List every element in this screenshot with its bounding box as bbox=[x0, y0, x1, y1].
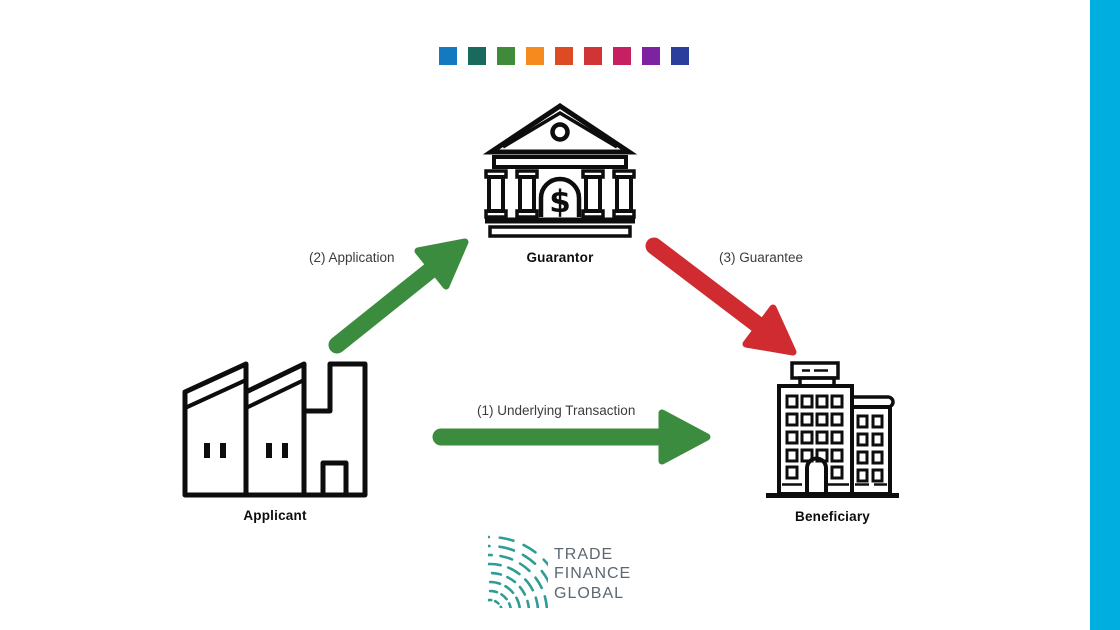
color-square bbox=[671, 47, 689, 65]
tfg-logo-text: TRADE FINANCE GLOBAL bbox=[554, 545, 631, 603]
tfg-logo: TRADE FINANCE GLOBAL bbox=[488, 528, 631, 608]
tfg-fan-icon bbox=[488, 535, 548, 608]
color-square bbox=[526, 47, 544, 65]
color-square bbox=[497, 47, 515, 65]
tfg-logo-line1: TRADE bbox=[554, 546, 614, 563]
tfg-logo-line2: FINANCE bbox=[554, 565, 632, 583]
color-square bbox=[642, 47, 660, 65]
office-building-icon bbox=[766, 361, 899, 498]
tfg-logo-line3: GLOBAL bbox=[554, 584, 625, 602]
underlying-transaction-label: (1) Underlying Transaction bbox=[477, 403, 636, 418]
beneficiary-label: Beneficiary bbox=[795, 509, 870, 524]
color-square bbox=[584, 47, 602, 65]
color-square bbox=[613, 47, 631, 65]
application-label: (2) Application bbox=[309, 250, 395, 265]
factory-icon bbox=[182, 361, 368, 498]
color-square bbox=[555, 47, 573, 65]
right-accent-bar bbox=[1090, 0, 1120, 630]
dollar-sign-icon: $ bbox=[549, 184, 571, 220]
bank-icon: $ bbox=[483, 102, 637, 238]
applicant-label: Applicant bbox=[243, 508, 307, 523]
color-square bbox=[439, 47, 457, 65]
color-square bbox=[468, 47, 486, 65]
guarantee-label: (3) Guarantee bbox=[719, 250, 804, 265]
brand-color-strip bbox=[439, 47, 689, 65]
arrow-underlying-transaction bbox=[432, 409, 711, 465]
guarantor-label: Guarantor bbox=[526, 250, 594, 265]
